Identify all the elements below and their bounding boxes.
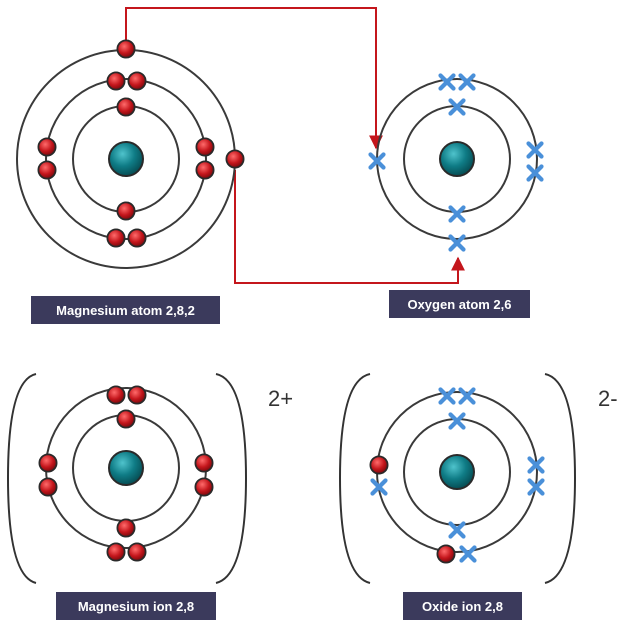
- charge-oxide-ion: 2-: [598, 386, 618, 411]
- shell-2: [45, 78, 207, 240]
- oxide-ion: 2-: [338, 373, 618, 584]
- nucleus: [108, 450, 144, 486]
- nucleus: [439, 141, 475, 177]
- nucleus: [439, 454, 475, 490]
- magnesium-atom: [16, 39, 245, 269]
- charge-magnesium-ion: 2+: [268, 386, 293, 411]
- transfer-arrows: [125, 7, 465, 284]
- oxygen-atom: [371, 76, 542, 250]
- right-bracket: [215, 373, 248, 584]
- arrow-to-oxygen-bottom: [234, 170, 465, 284]
- svg-text:Magnesium atom 2,8,2: Magnesium atom 2,8,2: [56, 303, 195, 318]
- label-oxygen-atom: Oxygen atom 2,6: [389, 290, 530, 318]
- magnesium-ion: 2+: [6, 373, 293, 584]
- left-bracket: [338, 373, 371, 584]
- left-bracket: [6, 373, 37, 584]
- nucleus: [108, 141, 144, 177]
- svg-text:Magnesium ion 2,8: Magnesium ion 2,8: [78, 599, 194, 614]
- label-magnesium-ion: Magnesium ion 2,8: [56, 592, 216, 620]
- label-oxide-ion: Oxide ion 2,8: [403, 592, 522, 620]
- label-magnesium-atom: Magnesium atom 2,8,2: [31, 296, 220, 324]
- arrow-to-oxygen-left: [125, 7, 383, 150]
- svg-text:Oxygen atom 2,6: Oxygen atom 2,6: [407, 297, 511, 312]
- svg-text:Oxide ion 2,8: Oxide ion 2,8: [422, 599, 503, 614]
- right-bracket: [544, 373, 577, 584]
